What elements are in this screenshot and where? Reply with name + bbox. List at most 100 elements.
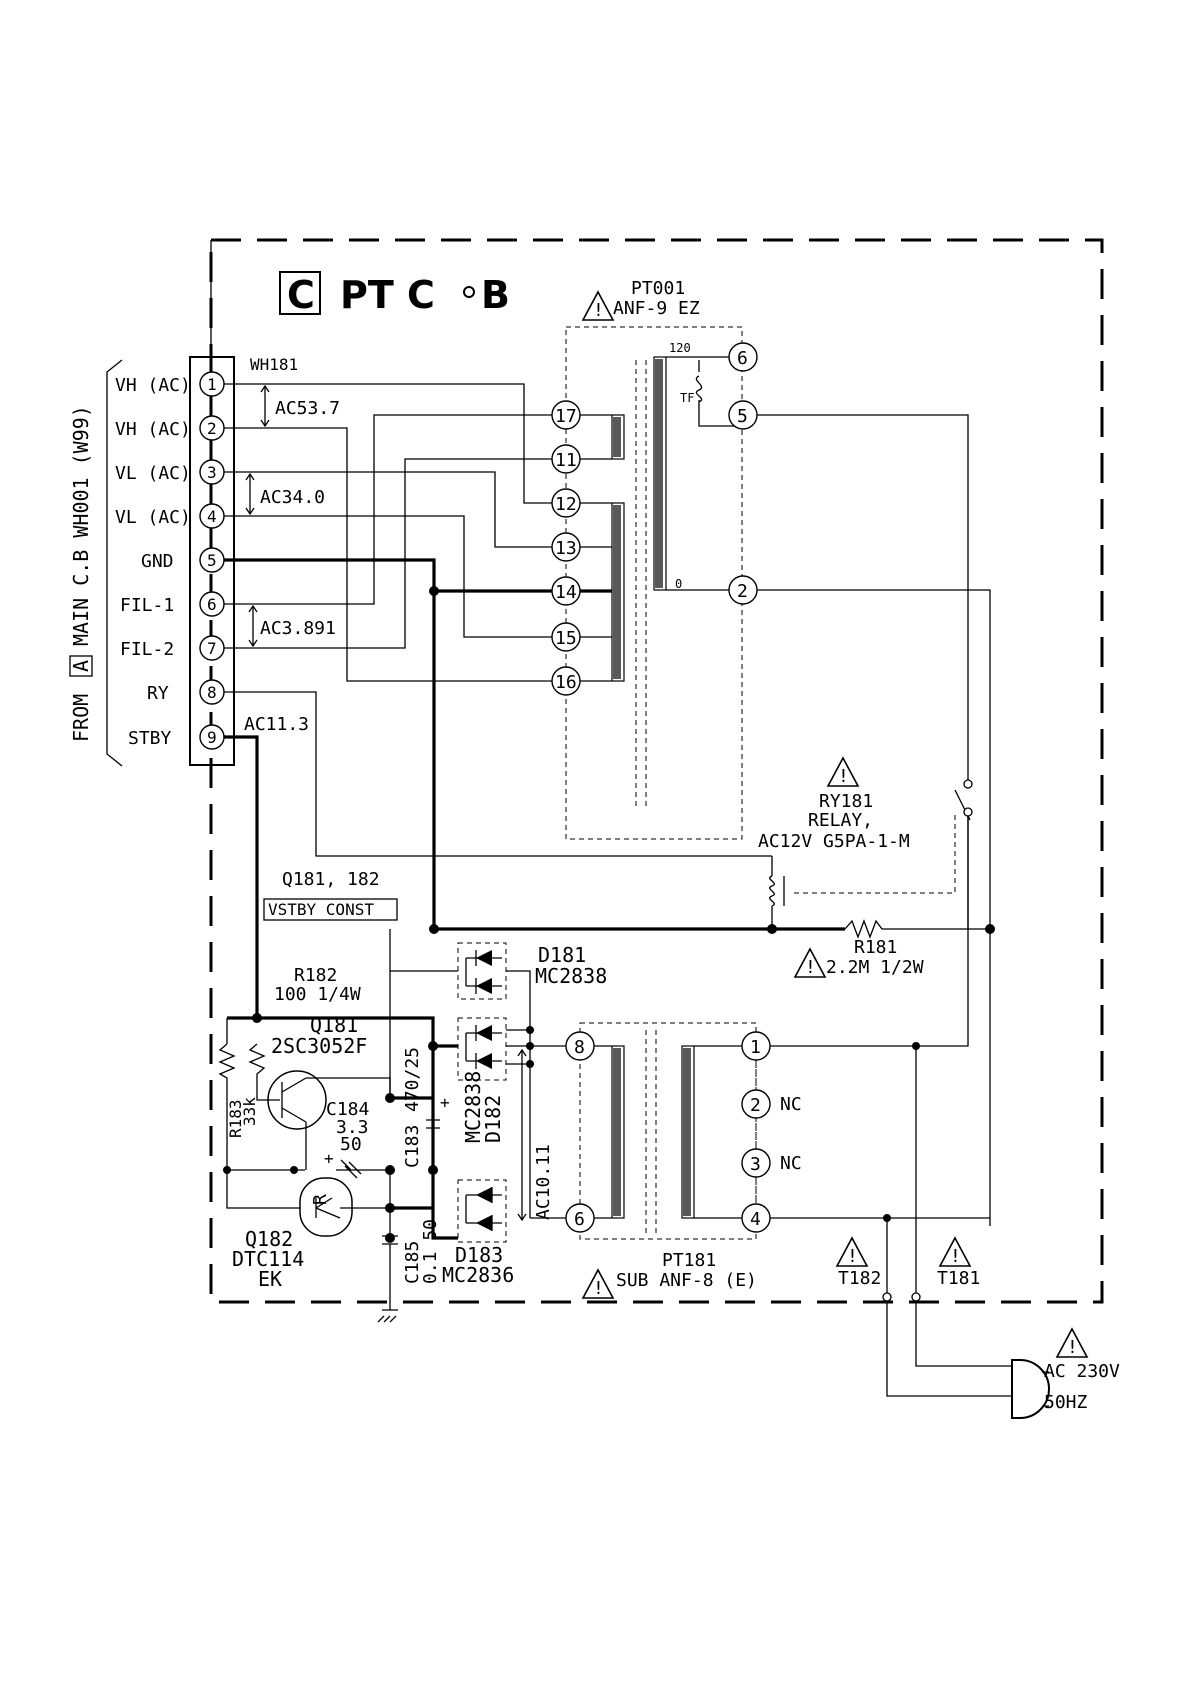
svg-text:8: 8 xyxy=(574,1037,585,1058)
q182-part: DTC114 xyxy=(232,1247,304,1271)
svg-text:16: 16 xyxy=(555,672,577,693)
connector-pin-num: 2 xyxy=(207,419,217,438)
sub-transformer-pins: 8 6 1 2 3 4 xyxy=(565,1031,771,1233)
q182-ref: Q182 xyxy=(245,1227,293,1251)
svg-text:4: 4 xyxy=(750,1209,761,1230)
relay-name: RELAY, xyxy=(808,810,873,831)
board-letter: C xyxy=(287,273,315,317)
board-title: PT C xyxy=(340,273,435,317)
svg-text:!: ! xyxy=(1067,1337,1078,1358)
connector-pin-num: 5 xyxy=(207,551,217,570)
svg-text:!: ! xyxy=(805,957,816,978)
connector-pin-label: GND xyxy=(141,551,174,572)
c185-ref: C185 xyxy=(402,1241,423,1284)
relay-ref: RY181 xyxy=(819,791,873,812)
voltage-vl: AC34.0 xyxy=(260,487,325,508)
voltage-brackets xyxy=(245,384,270,648)
transformer-primary-pins: 6 5 2 xyxy=(728,342,758,605)
voltage-vh: AC53.7 xyxy=(275,398,340,419)
r183-value: 33k xyxy=(240,1097,259,1126)
connector-pin-num: 7 xyxy=(207,639,217,658)
connector-pin-label: STBY xyxy=(128,728,172,749)
svg-text:11: 11 xyxy=(555,450,577,471)
d182-ref: D182 xyxy=(481,1095,505,1143)
c183-ref: C183 xyxy=(402,1125,423,1168)
c184-plus: + xyxy=(324,1149,334,1168)
side-letter-box xyxy=(69,655,93,677)
svg-text:2: 2 xyxy=(750,1095,761,1116)
connector-pin-label: VL (AC) xyxy=(115,507,191,528)
c184-ref: C184 xyxy=(326,1099,369,1120)
svg-text:!: ! xyxy=(847,1246,858,1267)
c184-value: 3.3 xyxy=(336,1117,369,1138)
q-block-name: VSTBY CONST xyxy=(268,900,374,919)
main-transformer xyxy=(565,326,743,840)
connector-pin-num: 8 xyxy=(207,683,217,702)
side-main: MAIN C.B WH001 (W99) xyxy=(69,405,93,646)
board-letter-box xyxy=(279,271,321,315)
warning-icons: ! ! ! ! ! ! ! xyxy=(581,290,1089,1358)
connector-pin-num: 9 xyxy=(207,728,217,747)
diode-d182 xyxy=(457,1017,507,1081)
svg-text:!: ! xyxy=(950,1246,961,1267)
r182-ref: R182 xyxy=(294,965,337,986)
nc-label-3: NC xyxy=(780,1153,802,1174)
connector-pin-label: VL (AC) xyxy=(115,463,191,484)
q-block-ref: Q181, 182 xyxy=(282,869,380,890)
c183-value: 470/25 xyxy=(402,1047,423,1112)
connector-pin-label: VH (AC) xyxy=(115,419,191,440)
svg-text:6: 6 xyxy=(737,348,748,369)
c184-value2: 50 xyxy=(340,1134,362,1155)
q181-ref: Q181 xyxy=(310,1013,358,1037)
connector-pin-label: FIL-2 xyxy=(120,639,174,660)
r181-value: 2.2M 1/2W xyxy=(826,957,924,978)
ac-plug-voltage: AC 230V xyxy=(1044,1361,1120,1382)
svg-text:14: 14 xyxy=(555,582,577,603)
connector-wiring xyxy=(224,383,772,1018)
c185-value: 0.1 50 xyxy=(420,1219,441,1284)
board-title-dot xyxy=(463,286,475,298)
voltage-sub: AC10.11 xyxy=(533,1144,554,1220)
svg-text:15: 15 xyxy=(555,628,577,649)
connector-pin-num: 6 xyxy=(207,595,217,614)
tap-120: 120 xyxy=(669,341,691,355)
d183-ref: D183 xyxy=(455,1243,503,1267)
connector-pin-num: 1 xyxy=(207,375,217,394)
svg-text:!: ! xyxy=(593,300,604,321)
svg-text:!: ! xyxy=(593,1278,604,1299)
r181-ref: R181 xyxy=(854,937,897,958)
connector-pin-label: FIL-1 xyxy=(120,595,174,616)
q182-mark: R xyxy=(310,1194,331,1205)
connector-pin-num: 3 xyxy=(207,463,217,482)
board-frame xyxy=(209,238,1104,1304)
pt181-part: SUB ANF-8 (E) xyxy=(616,1270,757,1291)
side-letter: A xyxy=(69,660,93,672)
svg-text:13: 13 xyxy=(555,538,577,559)
tap-0: 0 xyxy=(675,577,682,591)
r182-value: 100 1/4W xyxy=(274,984,361,1005)
d183-part: MC2836 xyxy=(442,1263,514,1287)
d182-part: MC2838 xyxy=(461,1071,485,1143)
ac-plug-icon xyxy=(978,1359,1050,1419)
pt001-part: ANF-9 EZ xyxy=(613,298,700,319)
t181-label: T181 xyxy=(937,1268,980,1289)
svg-text:17: 17 xyxy=(555,406,577,427)
t182-label: T182 xyxy=(838,1268,881,1289)
diode-d183 xyxy=(457,1179,507,1243)
q181-part: 2SC3052F xyxy=(271,1034,367,1058)
d181-part: MC2838 xyxy=(535,964,607,988)
svg-text:!: ! xyxy=(838,766,849,787)
connector-pins: 1 VH (AC) 2 VH (AC) 3 VL (AC) 4 VL (AC) … xyxy=(115,371,225,750)
svg-text:5: 5 xyxy=(737,406,748,427)
d181-ref: D181 xyxy=(538,943,586,967)
svg-text:3: 3 xyxy=(750,1154,761,1175)
svg-text:1: 1 xyxy=(750,1037,761,1058)
q-block-box xyxy=(263,898,398,921)
ac-plug-frequency: 50HZ xyxy=(1044,1392,1088,1413)
voltage-stby: AC11.3 xyxy=(244,714,309,735)
connector-ref: WH181 xyxy=(250,355,298,374)
connector-pin-num: 4 xyxy=(207,507,217,526)
transformer-secondary-pins: 17 11 12 13 14 15 16 xyxy=(551,400,581,696)
side-from: FROM xyxy=(69,694,93,742)
